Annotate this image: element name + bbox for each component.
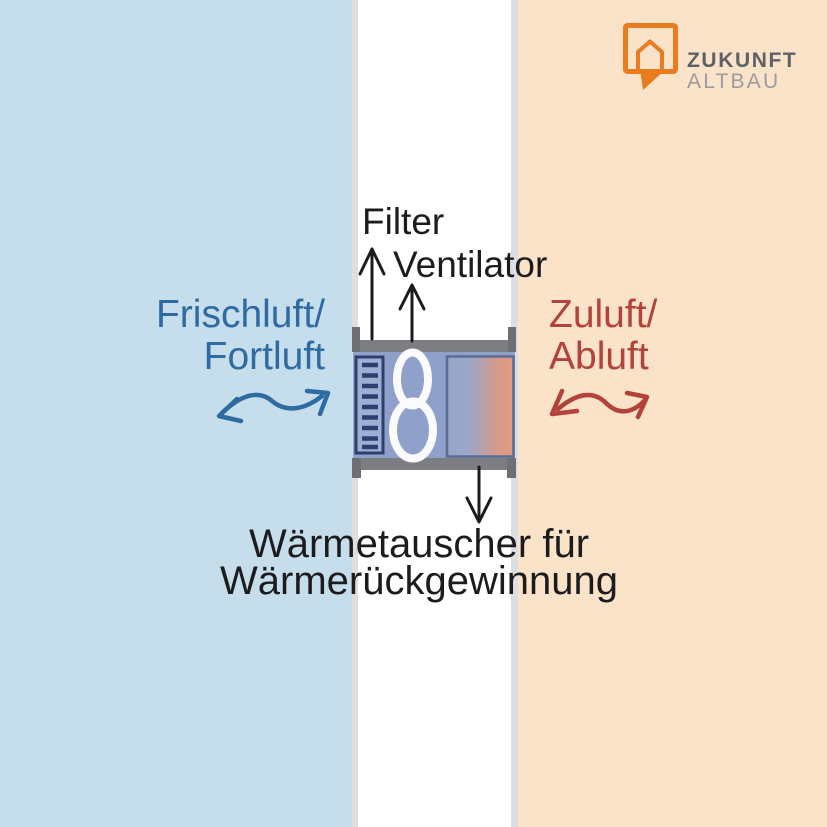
heat-exchanger-label-line1: Wärmetauscher für	[248, 522, 590, 566]
heat-exchanger-label: Wärmetauscher für Wärmerückgewinnung	[149, 522, 689, 603]
fresh-air-label-line1: Frischluft/	[155, 293, 325, 336]
logo-wordmark-line2: ALTBAU	[687, 70, 781, 93]
logo-wordmark-line1: ZUKUNFT	[687, 49, 798, 72]
wall-channel-band	[358, 0, 511, 827]
fresh-air-label: Frischluft/ Fortluft	[156, 294, 325, 378]
house-speech-bubble-icon	[623, 23, 678, 90]
outdoor-air-band	[0, 0, 352, 827]
indoor-air-band	[518, 0, 827, 827]
supply-air-label-line1: Zuluft/	[549, 293, 658, 336]
supply-air-label: Zuluft/ Abluft	[549, 294, 657, 378]
supply-air-label-line2: Abluft	[549, 335, 649, 378]
logo: ZUKUNFT ALTBAU	[620, 20, 820, 100]
filter-label: Filter	[362, 201, 445, 242]
heat-exchanger-label-line2: Wärmerückgewinnung	[220, 559, 618, 603]
wall-edge-right	[511, 0, 518, 827]
fresh-air-label-line2: Fortluft	[203, 335, 325, 378]
wall-edge-left	[352, 0, 358, 827]
ventilator-label: Ventilator	[393, 244, 548, 285]
